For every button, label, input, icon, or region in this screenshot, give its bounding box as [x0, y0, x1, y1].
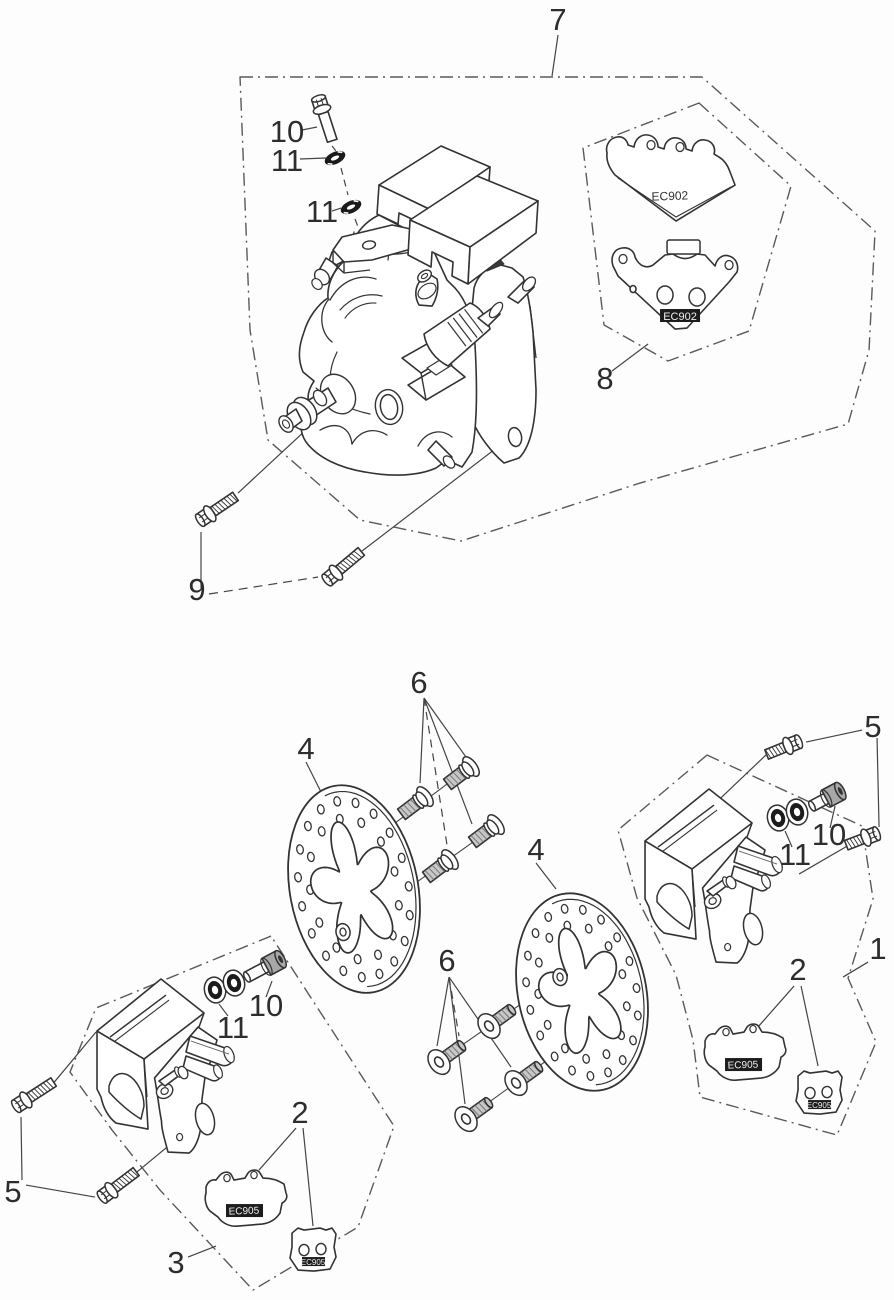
svg-text:EC905: EC905 [228, 1206, 259, 1218]
svg-text:7: 7 [549, 2, 566, 37]
svg-text:3: 3 [167, 1245, 184, 1280]
svg-text:10: 10 [812, 817, 846, 852]
svg-text:11: 11 [217, 1010, 249, 1045]
svg-text:9: 9 [188, 572, 205, 607]
svg-text:10: 10 [270, 114, 304, 149]
svg-text:EC905: EC905 [301, 1258, 326, 1267]
svg-text:EC902: EC902 [651, 188, 688, 203]
svg-text:11: 11 [779, 837, 811, 872]
svg-text:11: 11 [306, 194, 338, 229]
svg-text:11: 11 [271, 143, 303, 178]
svg-text:EC902: EC902 [663, 311, 697, 323]
svg-text:5: 5 [864, 709, 881, 744]
svg-text:5: 5 [4, 1174, 21, 1209]
svg-text:EC905: EC905 [807, 1101, 832, 1110]
svg-text:10: 10 [249, 988, 283, 1023]
svg-text:1: 1 [869, 931, 886, 966]
svg-text:2: 2 [291, 1095, 308, 1130]
svg-text:4: 4 [527, 832, 544, 867]
svg-text:6: 6 [410, 665, 427, 700]
svg-text:8: 8 [596, 361, 613, 396]
svg-text:2: 2 [789, 952, 806, 987]
svg-text:6: 6 [438, 943, 455, 978]
svg-text:4: 4 [297, 731, 314, 766]
svg-text:EC905: EC905 [727, 1060, 758, 1072]
